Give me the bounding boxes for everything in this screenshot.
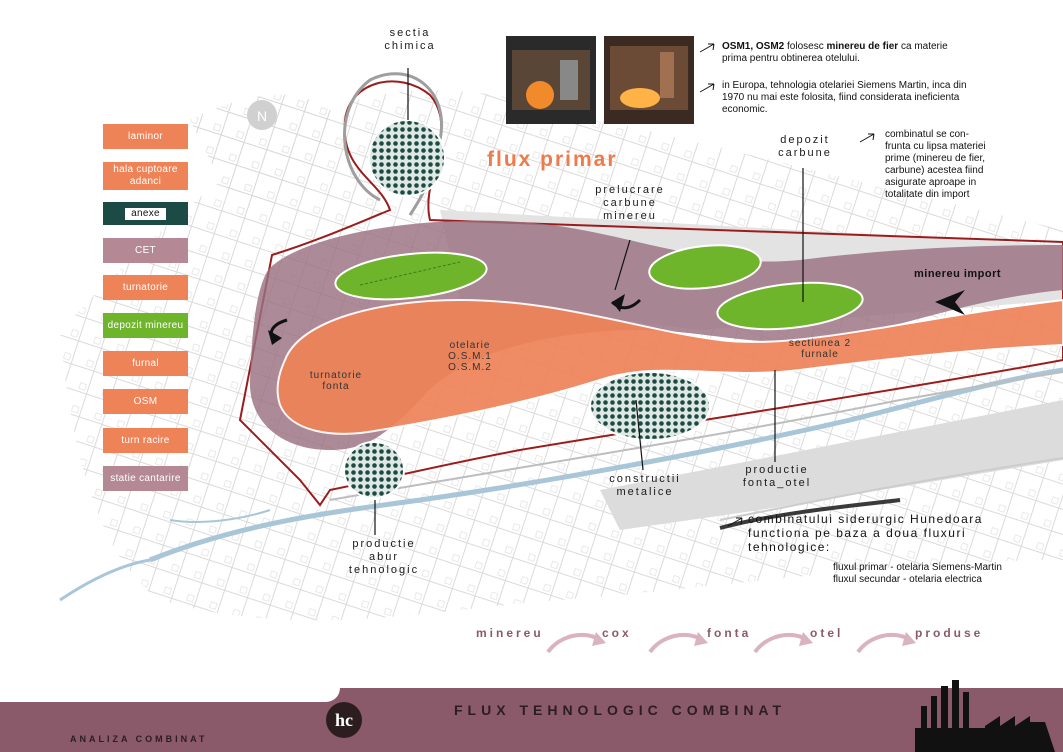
legend-item-cet: CET — [103, 238, 188, 263]
legend-item-statie-cantarire: statie cantarire — [103, 466, 188, 491]
label-prelucrare: prelucrare carbune minereu — [595, 184, 665, 222]
note-europa: in Europa, tehnologia otelariei Siemens … — [722, 80, 967, 115]
footer-title: FLUX TEHNOLOGIC COMBINAT — [454, 702, 787, 718]
flow-step-produse: produse — [915, 626, 984, 640]
flux-primar-title: flux primar — [487, 148, 618, 171]
note-siderurgic: combinatului siderurgic Hunedoara functi… — [748, 512, 983, 554]
label-turnatorie-fonta: turnatorie fonta — [309, 370, 363, 392]
legend-item-turn-racire: turn racire — [103, 428, 188, 453]
label-sectiunea-furnale: sectiunea 2 furnale — [788, 338, 852, 360]
footer-subtitle: ANALIZA COMBINAT — [70, 734, 208, 744]
note-fluxuri: fluxul primar - otelaria Siemens-Martin … — [833, 562, 1002, 585]
flow-step-fonta: fonta — [707, 626, 752, 640]
factory-silhouette-icon — [915, 680, 1055, 752]
legend-item-depozit-minereu: depozit minereu — [103, 313, 188, 338]
legend-item-anexe: anexe — [103, 202, 188, 225]
legend-item-hala-cuptoare: hala cuptoare adanci — [103, 162, 188, 190]
label-minereu-import: minereu import — [914, 268, 1002, 280]
legend-item-turnatorie: turnatorie — [103, 275, 188, 300]
label-otelarie: otelarie O.S.M.1 O.S.M.2 — [448, 340, 492, 373]
flow-step-cox: cox — [602, 626, 632, 640]
label-constructii-metalice: constructii metalice — [609, 473, 681, 498]
note-combinat: combinatul se con- frunta cu lipsa mater… — [885, 129, 986, 200]
label-depozit-carbune: depozit carbune — [778, 134, 832, 159]
flow-step-minereu: minereu — [476, 626, 544, 640]
legend-item-osm: OSM — [103, 389, 188, 414]
logo-hc: hc — [326, 702, 362, 738]
north-arrow-icon: N — [257, 108, 267, 124]
label-productie-fonta-otel: productie fonta_otel — [742, 464, 812, 489]
footer-bar — [0, 688, 1063, 752]
label-productie-abur: productie abur tehnologic — [348, 538, 420, 576]
label-sectia-chimica: sectia chimica — [384, 27, 436, 52]
legend-item-laminor: laminor — [103, 124, 188, 149]
legend-item-furnal: furnal — [103, 351, 188, 376]
note-osm: OSM1, OSM2 folosesc minereu de fier ca m… — [722, 41, 948, 64]
flow-step-otel: otel — [810, 626, 844, 640]
footer-light-band — [0, 688, 340, 702]
